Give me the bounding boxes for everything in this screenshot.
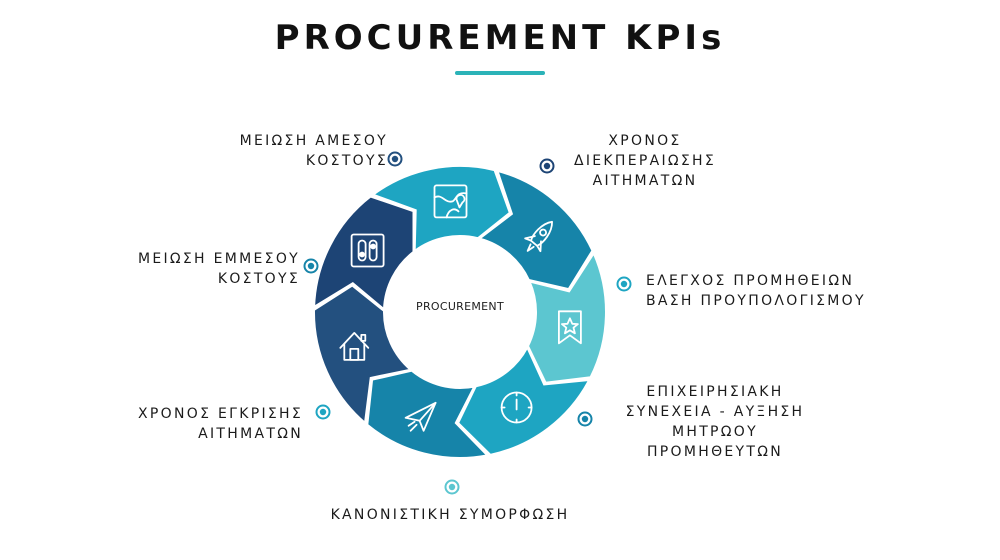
- house-icon: [339, 331, 370, 361]
- segment-business-continuity: [477, 169, 594, 291]
- kpi-label-business-continuity: ΕΠΙΧΕΙΡΗΣΙΑΚΗ ΣΥΝΕΧΕΙΑ - ΑΥΞΗΣΗ ΜΗΤΡΩΟΥ …: [625, 384, 805, 460]
- switch-icon: [350, 233, 385, 268]
- segment-direct-cost: [312, 284, 413, 425]
- label-marker-dot: [315, 404, 331, 420]
- label-marker-dot: [387, 151, 403, 167]
- kpi-label-indirect-cost: ΜΕΙΩΣΗ ΕΜΜΕΣΟΥ ΚΟΣΤΟΥΣ: [137, 251, 300, 287]
- rocket-icon: [524, 220, 553, 253]
- segment-budget-control: [371, 165, 511, 253]
- bookmark-star-icon: [558, 310, 582, 345]
- kpi-label-request-processing-time: ΧΡΟΝΟΣ ΔΙΕΚΠΕΡΑΙΩΣΗΣ ΑΙΤΗΜΑΤΩΝ: [573, 133, 717, 189]
- kpi-label-approval-time: ΧΡΟΝΟΣ ΕΓΚΡΙΣΗΣ ΑΙΤΗΜΑΤΩΝ: [138, 406, 303, 442]
- segment-approval-time: [456, 345, 591, 456]
- kpi-label-regulatory-compliance: ΚΑΝΟΝΙΣΤΙΚΗ ΣΥΜΟΡΦΩΣΗ: [330, 507, 570, 523]
- label-marker-dot: [539, 158, 555, 174]
- page-title: PROCUREMENT KPIs: [274, 18, 726, 58]
- label-marker-dot: [303, 258, 319, 274]
- label-marker-dot: [444, 479, 460, 495]
- label-marker-dot: [616, 276, 632, 292]
- kpi-label-direct-cost: ΜΕΙΩΣΗ ΑΜΕΣΟΥ ΚΟΣΤΟΥΣ: [239, 133, 388, 169]
- paper-plane-icon: [404, 401, 437, 432]
- kpi-label-budget-control: ΕΛΕΓΧΟΣ ΠΡΟΜΗΘΕΙΩΝ ΒΑΣΗ ΠΡΟΥΠΟΛΟΓΙΣΜΟΥ: [646, 273, 866, 309]
- clock-icon: [500, 391, 533, 424]
- title-underline: [455, 71, 545, 75]
- segment-regulatory-compliance: [526, 251, 607, 384]
- map-icon: [433, 184, 468, 219]
- label-marker-dot: [577, 411, 593, 427]
- segment-indirect-cost: [366, 369, 490, 459]
- center-label: PROCUREMENT: [416, 300, 504, 313]
